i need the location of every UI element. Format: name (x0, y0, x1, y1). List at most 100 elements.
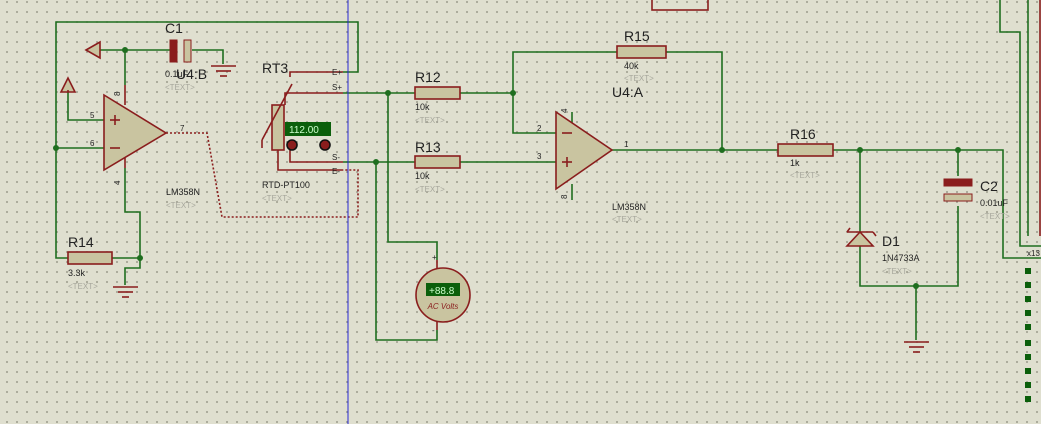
u4b-pin-vcc: 8 (113, 91, 122, 96)
rt3-value-label: RTD-PT100 (262, 180, 310, 190)
wire-u4b-gnd[interactable] (124, 168, 141, 258)
rt3-lcd-reading: 112.00 (289, 125, 319, 136)
junction-dot (955, 147, 961, 153)
r16-text-placeholder: <TEXT> (790, 171, 820, 180)
u4a-pin-vcc: 4 (560, 108, 569, 113)
r15-value-label: 40k (624, 61, 639, 71)
junction-dot (510, 90, 516, 96)
c2-value-label: 0.01uF (980, 198, 1009, 208)
u4b-pin-noninv: 5 (90, 111, 95, 120)
rt3-pin-splus: S+ (332, 83, 342, 92)
d1-value-label: 1N4733A (882, 253, 920, 263)
wire-node-b-down[interactable] (375, 162, 438, 341)
u4a-pin-inv: 2 (537, 124, 542, 133)
r12-resistor[interactable] (414, 86, 461, 100)
wire-r14-left[interactable] (55, 148, 68, 259)
junction-dot (137, 255, 143, 261)
reference-arrow-icon[interactable] (84, 40, 101, 60)
r16-value-label: 1k (790, 158, 800, 168)
junction-dot (857, 147, 863, 153)
components (59, 0, 1041, 353)
wire-r15-right[interactable] (666, 51, 723, 150)
rt3-ref-label: RT3 (262, 60, 288, 76)
wire-r16-to-node[interactable] (833, 149, 1041, 259)
ac-voltmeter[interactable] (415, 260, 471, 330)
c2-ref-label: C2 (980, 178, 998, 194)
u4b-value-label: LM358N (166, 187, 200, 197)
r12-text-placeholder: <TEXT> (415, 116, 445, 125)
rt3-text-placeholder: <TEXT> (262, 194, 292, 203)
u4b-opamp[interactable] (103, 85, 168, 172)
junction-dot (385, 90, 391, 96)
r14-ref-label: R14 (68, 234, 94, 250)
rt3-pin-sminus: S- (332, 153, 340, 162)
c1-value-label: 0.1uF (165, 69, 189, 79)
junctions (53, 47, 961, 289)
voltmeter-label: AC Volts (427, 302, 459, 311)
reference-arrow-up-icon[interactable] (59, 76, 77, 93)
junction-dot (373, 159, 379, 165)
c2-text-placeholder: <TEXT> (980, 212, 1010, 221)
u4a-value-label: LM358N (612, 202, 646, 212)
junction-dot (53, 145, 59, 151)
voltmeter-minus: - (432, 326, 435, 335)
r15-ref-label: R15 (624, 28, 650, 44)
u4b-pin-inv: 6 (90, 139, 95, 148)
junction-dot (913, 283, 919, 289)
u4a-opamp[interactable] (555, 110, 614, 191)
wire-right-bus[interactable] (999, 0, 1041, 247)
voltmeter-plus: + (432, 253, 437, 262)
c1-text-placeholder: <TEXT> (165, 83, 195, 92)
r15-resistor[interactable] (616, 45, 667, 59)
u4b-text-placeholder: <TEXT> (166, 201, 196, 210)
u4b-pin-out: 7 (180, 124, 185, 133)
rt3-sensor[interactable] (261, 71, 343, 171)
wire-r15-left[interactable] (512, 51, 617, 93)
u4a-pin-gnd: 8 (560, 194, 569, 199)
wire-c1-to-gnd[interactable] (192, 49, 224, 64)
r14-value-label: 3.3k (68, 268, 86, 278)
rt3-pin-eminus: E- (332, 167, 340, 176)
r16-resistor[interactable] (777, 143, 834, 157)
wires (55, 0, 1041, 341)
r16-ref-label: R16 (790, 126, 816, 142)
d1-ref-label: D1 (882, 233, 900, 249)
u4b-ref-label: U4:B (176, 66, 207, 82)
wire-r12-to-pin2[interactable] (460, 92, 556, 134)
r12-value-label: 10k (415, 102, 430, 112)
wire-pin5[interactable] (67, 90, 104, 121)
c1-ref-label: C1 (165, 20, 183, 36)
part-outline-top[interactable] (651, 0, 709, 11)
u4a-pin-noninv: 3 (537, 152, 542, 161)
wire-top-loop[interactable] (55, 21, 359, 148)
c2-capacitor[interactable] (943, 178, 973, 202)
ground-icon[interactable] (211, 65, 236, 77)
ground-icon[interactable] (113, 286, 138, 298)
ground-icon[interactable] (904, 341, 929, 353)
r15-text-placeholder: <TEXT> (624, 74, 654, 83)
r14-text-placeholder: <TEXT> (68, 282, 98, 291)
d1-text-placeholder: <TEXT> (882, 267, 912, 276)
r13-text-placeholder: <TEXT> (415, 185, 445, 194)
r13-resistor[interactable] (414, 155, 461, 169)
u4a-text-placeholder: <TEXT> (612, 215, 642, 224)
connector-label: x13 (1027, 249, 1040, 258)
connector-pins[interactable] (1025, 268, 1031, 402)
u4a-pin-out: 1 (624, 140, 629, 149)
u4b-pin-gnd: 4 (113, 180, 122, 185)
u4a-ref-label: U4:A (612, 84, 644, 100)
junction-dot (122, 47, 128, 53)
rt3-pin-eplus: E+ (332, 68, 342, 77)
voltmeter-reading: +88.8 (429, 286, 455, 297)
junction-dot (719, 147, 725, 153)
r13-value-label: 10k (415, 171, 430, 181)
c1-capacitor[interactable] (169, 39, 192, 63)
r12-ref-label: R12 (415, 69, 441, 85)
wire-r14-gnd[interactable] (124, 258, 141, 285)
wire-node-a-down[interactable] (387, 93, 438, 260)
wire-d1[interactable] (859, 150, 959, 287)
d1-zener-diode[interactable] (845, 227, 877, 247)
r14-resistor[interactable] (67, 251, 113, 265)
r13-ref-label: R13 (415, 139, 441, 155)
